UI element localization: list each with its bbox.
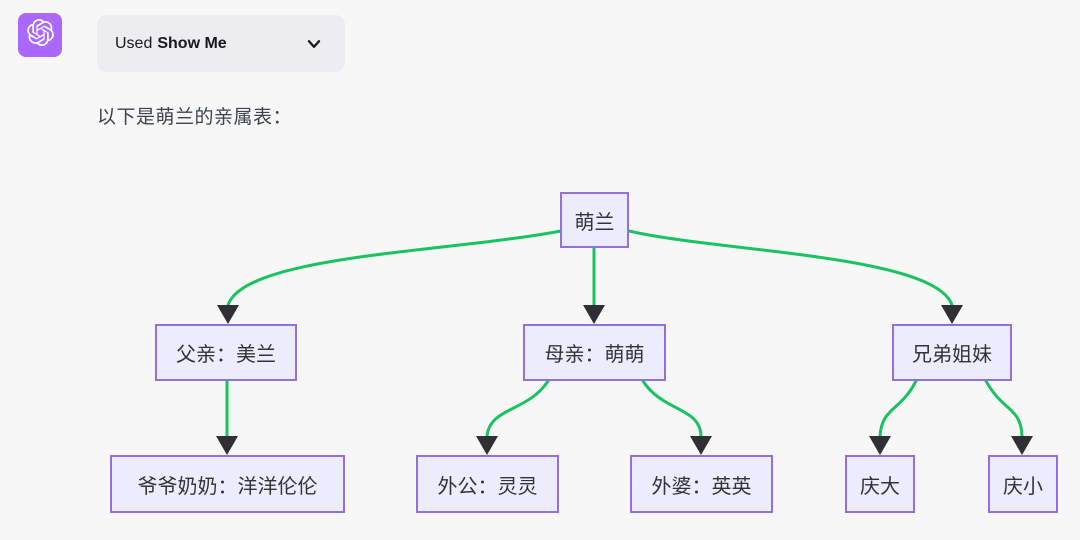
arrowhead-grandfather [476, 436, 498, 455]
edge-mother-grandmother [641, 379, 703, 438]
chatgpt-logo-icon [26, 19, 54, 51]
arrowhead-mother [583, 305, 605, 324]
node-mother: 母亲：萌萌 [523, 324, 666, 381]
chevron-down-icon [305, 35, 323, 53]
node-paternal-grandparents: 爷爷奶奶：洋洋伦伦 [110, 455, 345, 513]
node-qingxiao: 庆小 [988, 455, 1058, 513]
node-qingda: 庆大 [845, 455, 915, 513]
plugin-usage-prefix: Used [115, 34, 153, 52]
node-father: 父亲：美兰 [155, 324, 297, 381]
arrowhead-grandparents [216, 436, 238, 455]
edge-menglan-father [226, 229, 563, 307]
arrowhead-qingxiao [1011, 436, 1033, 455]
node-maternal-grandmother: 外婆：英英 [630, 455, 773, 513]
plugin-usage-toggle[interactable]: Used Show Me [97, 15, 345, 72]
chatgpt-avatar [18, 13, 62, 57]
plugin-usage-label: Used Show Me [115, 35, 227, 53]
edge-siblings-qingxiao [984, 379, 1024, 438]
assistant-message-text: 以下是萌兰的亲属表： [97, 107, 293, 128]
node-menglan: 萌兰 [560, 192, 629, 248]
edge-menglan-siblings [627, 229, 954, 307]
node-maternal-grandfather: 外公：灵灵 [416, 455, 559, 513]
edge-siblings-qingda [878, 379, 918, 438]
arrowhead-father [217, 305, 239, 324]
arrowhead-grandmother [690, 436, 712, 455]
node-siblings: 兄弟姐妹 [892, 324, 1012, 381]
edge-mother-grandfather [485, 379, 550, 438]
arrowhead-siblings [941, 305, 963, 324]
plugin-name: Show Me [157, 34, 227, 52]
arrowhead-qingda [869, 436, 891, 455]
